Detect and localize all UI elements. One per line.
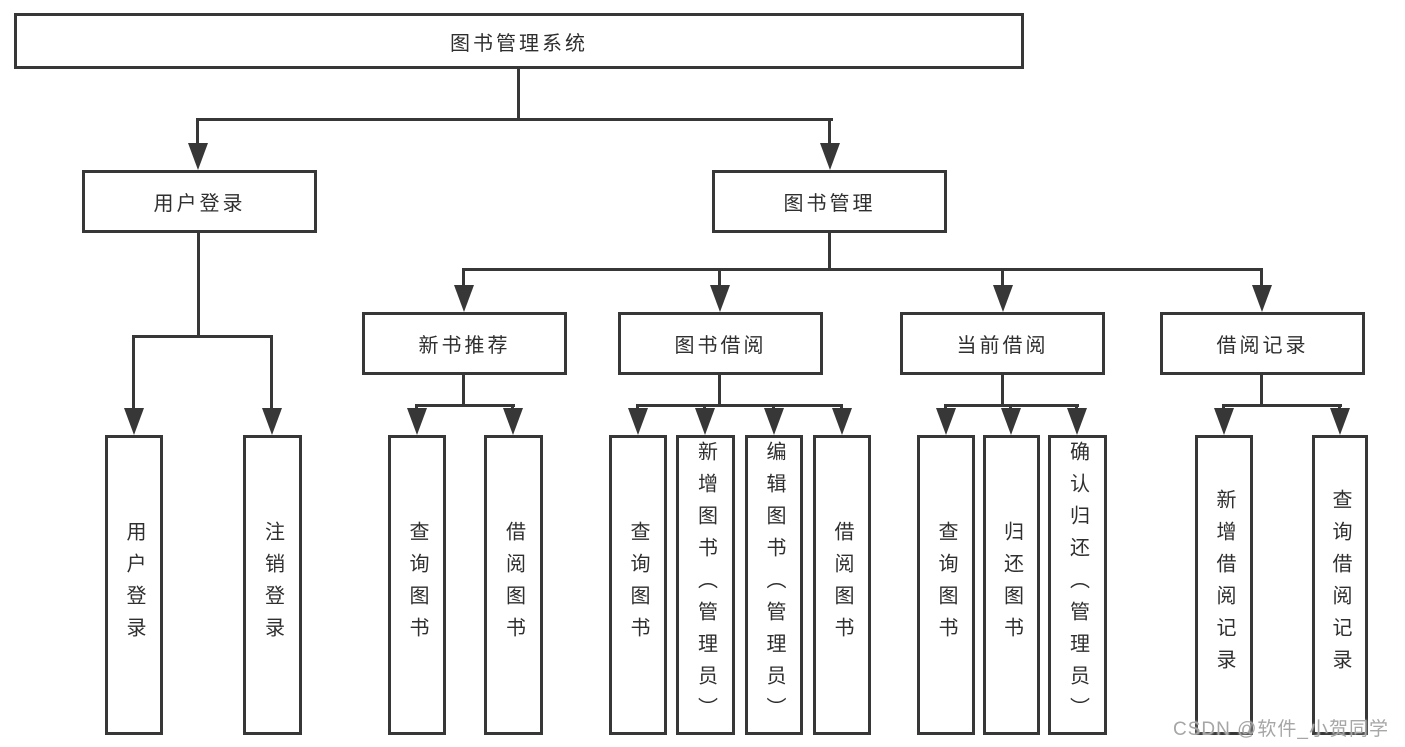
node-root: 图书管理系统 [14,13,1024,69]
node-book-management-label: 图书管理 [783,193,876,215]
connector-borrow-stem [718,375,721,404]
node-new-book-recommend: 新书推荐 [362,312,567,375]
node-new-book-recommend-label: 新书推荐 [418,335,511,357]
connector-login-stem [197,233,200,335]
connector-mgmt-horizontal [462,268,1263,271]
leaf-borrow-books-label: 借阅图书 [831,521,853,649]
arrow-down-icon [262,408,282,435]
connector-rec-drop [462,268,465,288]
node-book-management: 图书管理 [712,170,947,233]
connector-mgmt-stem [828,233,831,268]
node-book-borrow-label: 图书借阅 [674,335,767,357]
leaf-user-login: 用户登录 [105,435,163,735]
arrow-down-icon [1252,285,1272,312]
leaf-borrow-query-books: 查询图书 [609,435,667,735]
node-borrow-records-label: 借阅记录 [1216,335,1309,357]
connector-login-leaf2-drop [270,335,273,410]
leaf-add-books-admin-label: 新增图书（管理员） [694,441,717,729]
node-root-label: 图书管理系统 [450,32,588,55]
arrow-down-icon [1067,408,1087,435]
connector-root-stem [517,69,520,118]
connector-rec-horizontal [415,404,515,407]
node-book-borrow: 图书借阅 [618,312,823,375]
connector-current-stem [1001,375,1004,404]
leaf-query-borrow-record: 查询借阅记录 [1312,435,1368,735]
arrow-down-icon [454,285,474,312]
leaf-rec-query-books-label: 查询图书 [406,521,428,649]
arrow-down-icon [1214,408,1234,435]
arrow-down-icon [124,408,144,435]
leaf-return-books: 归还图书 [983,435,1040,735]
arrow-down-icon [407,408,427,435]
arrow-down-icon [1001,408,1021,435]
leaf-confirm-return-admin: 确认归还（管理员） [1048,435,1107,735]
leaf-add-borrow-record-label: 新增借阅记录 [1213,489,1235,681]
connector-records-stem [1260,375,1263,404]
connector-borrow-drop [718,268,721,288]
leaf-query-borrow-record-label: 查询借阅记录 [1329,489,1351,681]
connector-login-drop [196,118,199,145]
connector-current-drop [1001,268,1004,288]
connector-borrow-horizontal [636,404,843,407]
node-borrow-records: 借阅记录 [1160,312,1365,375]
node-user-login: 用户登录 [82,170,317,233]
connector-login-leaf1-drop [132,335,135,410]
leaf-rec-query-books: 查询图书 [388,435,446,735]
arrow-down-icon [188,143,208,170]
leaf-borrow-books: 借阅图书 [813,435,871,735]
leaf-add-borrow-record: 新增借阅记录 [1195,435,1253,735]
leaf-confirm-return-admin-label: 确认归还（管理员） [1066,441,1089,729]
leaf-logout: 注销登录 [243,435,302,735]
node-current-borrow-label: 当前借阅 [956,335,1049,357]
arrow-down-icon [832,408,852,435]
leaf-current-query-books: 查询图书 [917,435,975,735]
csdn-watermark: CSDN @软件_小贺同学 [1173,719,1389,740]
arrow-down-icon [764,408,784,435]
leaf-user-login-label: 用户登录 [123,521,145,649]
connector-mgmt-drop [828,118,831,145]
leaf-edit-books-admin: 编辑图书（管理员） [745,435,803,735]
leaf-return-books-label: 归还图书 [1000,521,1023,649]
arrow-down-icon [628,408,648,435]
leaf-edit-books-admin-label: 编辑图书（管理员） [763,441,785,729]
arrow-down-icon [820,143,840,170]
arrow-down-icon [936,408,956,435]
leaf-rec-borrow-books-label: 借阅图书 [502,521,525,649]
connector-login-horizontal [132,335,273,338]
connector-rec-stem [462,375,465,404]
connector-records-drop [1260,268,1263,288]
node-current-borrow: 当前借阅 [900,312,1105,375]
arrow-down-icon [695,408,715,435]
leaf-current-query-books-label: 查询图书 [935,521,957,649]
arrow-down-icon [993,285,1013,312]
connector-records-horizontal [1222,404,1342,407]
arrow-down-icon [1330,408,1350,435]
node-user-login-label: 用户登录 [153,193,246,215]
arrow-down-icon [710,285,730,312]
leaf-logout-label: 注销登录 [261,521,284,649]
leaf-borrow-query-books-label: 查询图书 [627,521,649,649]
leaf-rec-borrow-books: 借阅图书 [484,435,543,735]
leaf-add-books-admin: 新增图书（管理员） [676,435,735,735]
connector-root-horizontal [196,118,833,121]
arrow-down-icon [503,408,523,435]
